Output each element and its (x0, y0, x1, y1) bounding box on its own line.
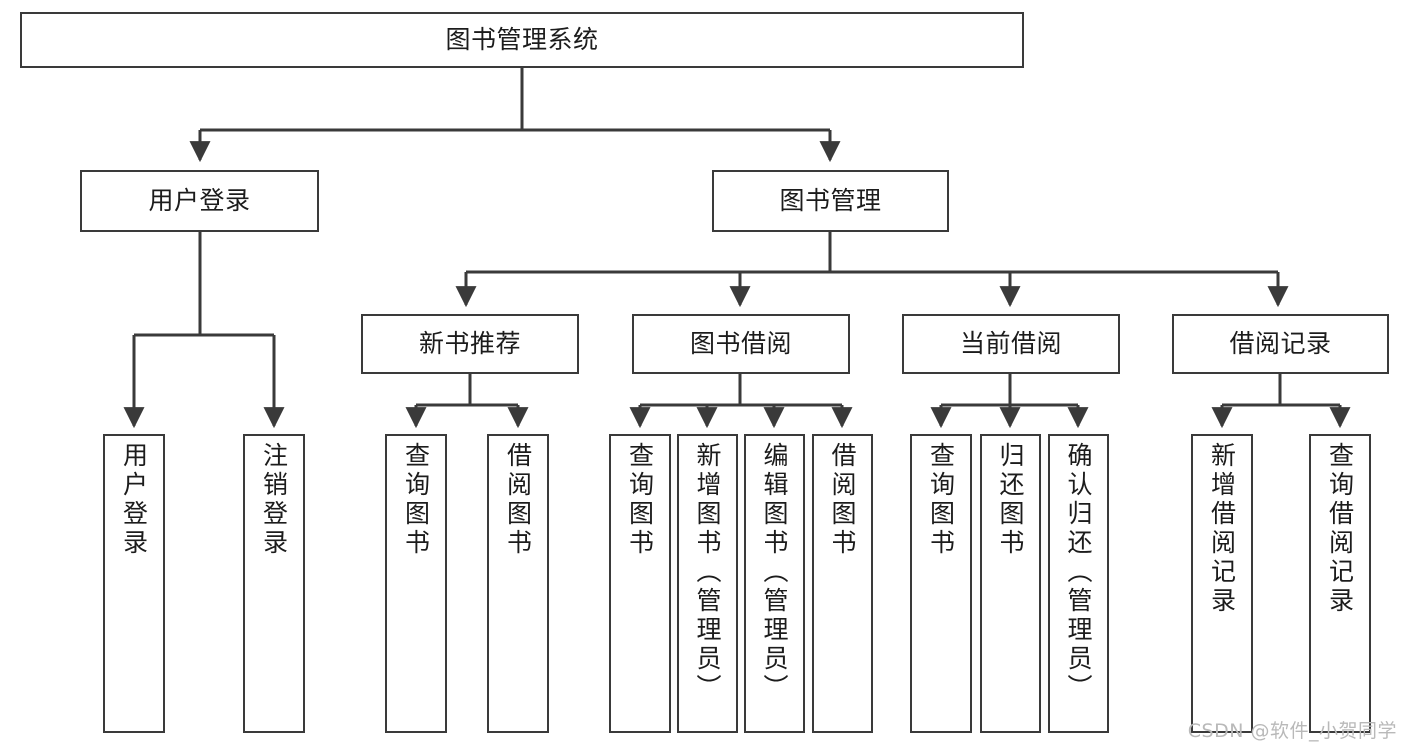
watermark: CSDN @软件_小贺同学 (1187, 720, 1397, 742)
leaf-user-login[interactable]: 用户登录 (103, 434, 165, 733)
node-new-book-recommend[interactable]: 新书推荐 (361, 314, 579, 374)
node-root-system[interactable]: 图书管理系统 (20, 12, 1024, 68)
node-label: 借阅记录 (1229, 328, 1332, 358)
node-label: 归还图书 (996, 442, 1025, 558)
leaf-logout[interactable]: 注销登录 (243, 434, 305, 733)
leaf-query-book-recommend[interactable]: 查询图书 (385, 434, 447, 733)
leaf-confirm-return-admin[interactable]: 确认归还（管理员） (1048, 434, 1109, 733)
node-label: 用户登录 (119, 442, 149, 558)
node-label: 图书借阅 (689, 328, 792, 358)
node-label: 新增借阅记录 (1207, 442, 1237, 616)
node-book-management[interactable]: 图书管理 (712, 170, 949, 232)
node-book-borrow[interactable]: 图书借阅 (632, 314, 850, 374)
leaf-query-book-borrow[interactable]: 查询图书 (609, 434, 671, 733)
node-label: 查询图书 (625, 442, 655, 558)
node-label: 用户登录 (148, 185, 251, 215)
leaf-add-borrow-record[interactable]: 新增借阅记录 (1191, 434, 1253, 733)
leaf-add-book-admin[interactable]: 新增图书（管理员） (677, 434, 738, 733)
node-borrow-record[interactable]: 借阅记录 (1172, 314, 1389, 374)
node-label: 新增图书（管理员） (693, 442, 722, 703)
leaf-edit-book-admin[interactable]: 编辑图书（管理员） (744, 434, 805, 733)
node-user-login[interactable]: 用户登录 (80, 170, 319, 232)
node-label: 借阅图书 (828, 442, 857, 558)
node-current-borrow[interactable]: 当前借阅 (902, 314, 1120, 374)
node-label: 图书管理系统 (445, 24, 599, 54)
node-label: 查询图书 (401, 442, 431, 558)
node-label: 查询图书 (926, 442, 956, 558)
leaf-borrow-book[interactable]: 借阅图书 (812, 434, 873, 733)
node-label: 编辑图书（管理员） (760, 442, 789, 703)
node-label: 查询借阅记录 (1325, 442, 1355, 616)
node-label: 新书推荐 (418, 328, 521, 358)
node-label: 当前借阅 (959, 328, 1062, 358)
leaf-query-borrow-record[interactable]: 查询借阅记录 (1309, 434, 1371, 733)
node-label: 图书管理 (779, 185, 882, 215)
node-label: 注销登录 (259, 442, 289, 558)
node-label: 借阅图书 (503, 442, 533, 558)
leaf-query-book-current[interactable]: 查询图书 (910, 434, 972, 733)
node-label: 确认归还（管理员） (1064, 442, 1093, 703)
leaf-borrow-book-recommend[interactable]: 借阅图书 (487, 434, 549, 733)
leaf-return-book[interactable]: 归还图书 (980, 434, 1041, 733)
